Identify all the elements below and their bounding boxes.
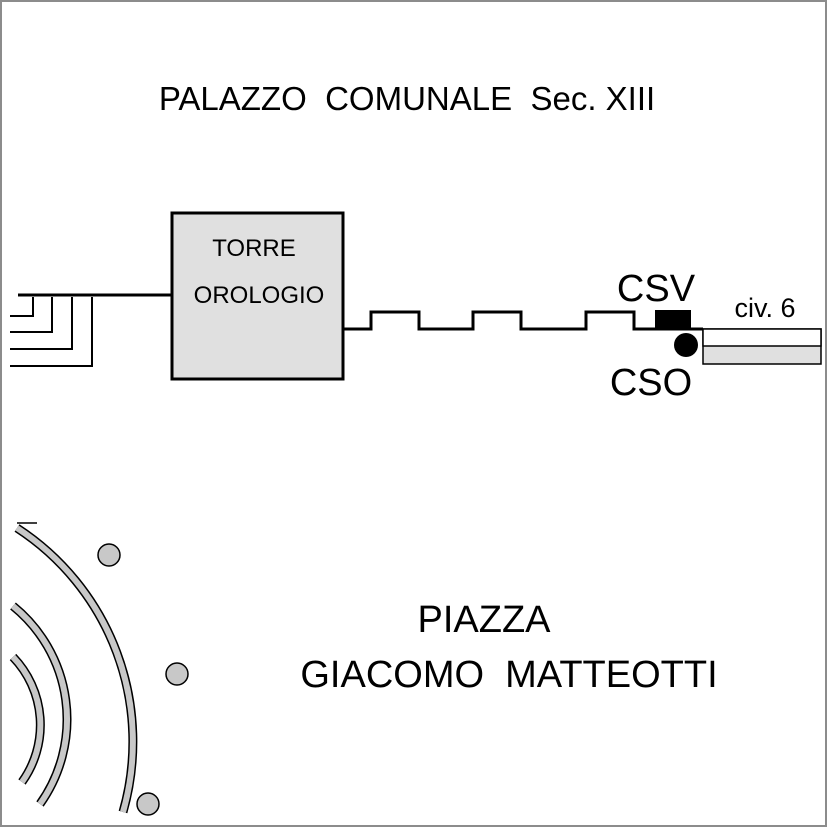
civic-number-label: civ. 6 bbox=[734, 293, 795, 323]
bollard-top bbox=[97, 543, 121, 567]
building-title: PALAZZO COMUNALE Sec. XIII bbox=[159, 80, 655, 117]
crenellated-wall bbox=[343, 310, 703, 331]
cso-label: CSO bbox=[610, 362, 692, 404]
clock-tower bbox=[170, 211, 345, 381]
cso-marker bbox=[674, 333, 698, 357]
tower-label-line2: OROLOGIO bbox=[194, 282, 325, 309]
piazza-label-line1: PIAZZA bbox=[417, 599, 551, 641]
steps-left bbox=[10, 293, 172, 367]
tower-label-line1: TORRE bbox=[212, 235, 296, 262]
bollard-bottom bbox=[136, 792, 160, 816]
bollard-middle bbox=[165, 662, 189, 686]
csv-label: CSV bbox=[617, 268, 696, 310]
fountain-rings bbox=[9, 522, 138, 814]
street-civ-6 bbox=[702, 328, 822, 365]
csv-marker bbox=[655, 310, 691, 328]
piazza-label-line2: GIACOMO MATTEOTTI bbox=[300, 654, 717, 696]
